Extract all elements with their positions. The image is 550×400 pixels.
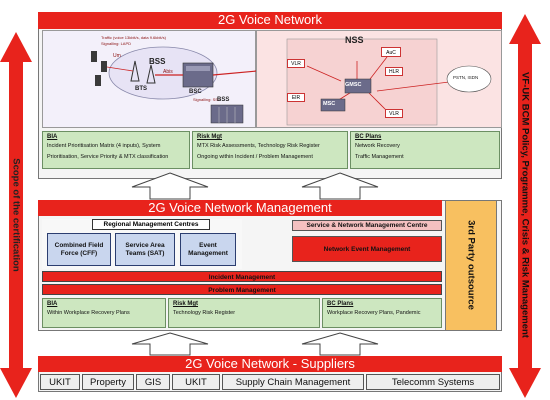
bss-label: BSS (149, 57, 166, 66)
problem-bar: Problem Management (42, 284, 442, 295)
top-risk-header: Risk Mgt (197, 134, 223, 140)
mid-risk-header: Risk Mgt (173, 301, 199, 307)
top-risk-box: Risk Mgt MTX Risk Assessments, Technolog… (192, 131, 348, 169)
vlr2-box: VLR (385, 109, 403, 118)
middle-title: 2G Voice Network Management (38, 200, 442, 216)
up-arrow-right (301, 172, 379, 200)
mid-risk-line-1: Technology Risk Register (173, 310, 236, 316)
bss-signalling-ss7: Signalling: SS7 (193, 97, 221, 102)
bss-sub-label: BSS (217, 97, 230, 103)
supplier-property: Property (82, 374, 134, 390)
mid-bia-box: BIA Within Workplace Recovery Plans (42, 298, 166, 328)
bss-signalling-note: Signalling: LAPD (101, 41, 132, 46)
outsource-label: 3rd Party outsource (465, 220, 477, 310)
supplier-ukit-2: UKIT (172, 374, 220, 390)
abis-label: Abis (163, 69, 173, 75)
policy-double-arrow (509, 14, 541, 398)
cff-box: Combined Field Force (CFF) (47, 233, 111, 266)
service-centre-label: Service & Network Management Centre (292, 220, 442, 231)
bsc-label: BSC (189, 89, 202, 95)
supplier-gis: GIS (136, 374, 170, 390)
network-event-box: Network Event Management (292, 236, 442, 262)
outsource-column (445, 200, 497, 331)
incident-bar: Incident Management (42, 271, 442, 282)
event-box: Event Management (180, 233, 236, 266)
top-title: 2G Voice Network (38, 12, 502, 29)
um-label: Um (113, 53, 121, 59)
nss-label: NSS (345, 35, 364, 45)
bss-panel: BSS BTS BSC Abis Um Traffic (voice 13kbi… (42, 30, 257, 128)
vlr-box: VLR (287, 59, 305, 68)
top-risk-line-1: MTX Risk Assessments, Technology Risk Re… (197, 143, 320, 149)
auc-box: AuC (381, 47, 401, 57)
eir-box: EIR (287, 93, 305, 102)
up-arrow-bottom-right (301, 332, 379, 356)
bottom-title: 2G Voice Network - Suppliers (38, 356, 502, 372)
nss-diagram (286, 38, 492, 126)
top-bc-header: BC Plans (355, 134, 382, 140)
bss-diagram (91, 46, 257, 124)
bts-label: BTS (135, 86, 147, 92)
mid-bc-line-1: Workplace Recovery Plans, Pandemic (327, 310, 421, 316)
top-bc-line-1: Network Recovery (355, 143, 400, 149)
sat-box: Service Area Teams (SAT) (115, 233, 175, 266)
top-bia-box: BIA Incident Prioritisation Matrix (4 in… (42, 131, 190, 169)
hlr-box: HLR (385, 67, 403, 76)
supplier-ukit-1: UKIT (40, 374, 80, 390)
top-bia-line-2: Prioritisation, Service Priority & MTX c… (47, 154, 169, 160)
top-bia-header: BIA (47, 134, 58, 140)
top-risk-line-2: Ongoing within Incident / Problem Manage… (197, 154, 313, 160)
top-bc-line-2: Traffic Management (355, 154, 404, 160)
mid-bia-line-1: Within Workplace Recovery Plans (47, 310, 130, 316)
up-arrow-left (131, 172, 209, 200)
supplier-telecomm: Telecomm Systems (366, 374, 500, 390)
mid-bc-header: BC Plans (327, 301, 354, 307)
msc-label: MSC (323, 101, 336, 107)
top-bc-box: BC Plans Network Recovery Traffic Manage… (350, 131, 500, 169)
supplier-supply-chain: Supply Chain Management (222, 374, 364, 390)
up-arrow-bottom-left (131, 332, 209, 356)
bss-traffic-note: Traffic (voice 13kbit/s, data 9.6kbit/s) (101, 35, 166, 40)
regional-label: Regional Management Centres (92, 219, 210, 230)
scope-double-arrow (0, 32, 32, 398)
mid-bia-header: BIA (47, 301, 58, 307)
mid-bc-box: BC Plans Workplace Recovery Plans, Pande… (322, 298, 442, 328)
top-bia-line-1: Incident Prioritisation Matrix (4 inputs… (47, 143, 161, 149)
mid-risk-box: Risk Mgt Technology Risk Register (168, 298, 320, 328)
nss-panel: NSS AuC VLR HLR GMSC MSC VLR EIR PSTN, I… (256, 30, 502, 128)
pstn-label: PSTN, ISDN (453, 75, 479, 80)
gmsc-label: GMSC (345, 82, 362, 88)
